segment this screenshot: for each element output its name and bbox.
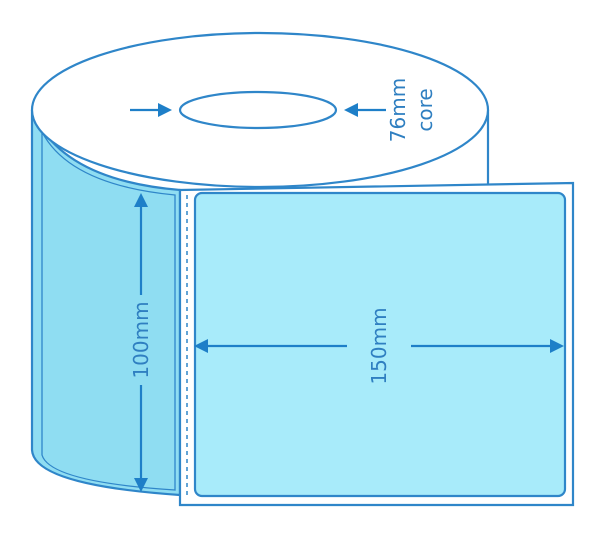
width-label: 150mm	[367, 307, 391, 384]
width-arrow-right-head	[550, 339, 564, 353]
core-arrow-right-head	[344, 103, 358, 117]
front-label	[193, 191, 567, 498]
core-label-line2: core	[413, 88, 437, 131]
core-arrow-left-head	[158, 103, 172, 117]
width-arrow-left-head	[194, 339, 208, 353]
core-hole	[178, 90, 338, 130]
height-arrow-bottom-head	[134, 478, 148, 492]
roll-label-side-inner	[41, 131, 176, 491]
core-label-line1: 76mm	[386, 78, 410, 142]
height-arrow-top-head	[134, 193, 148, 207]
height-label: 100mm	[129, 301, 153, 378]
